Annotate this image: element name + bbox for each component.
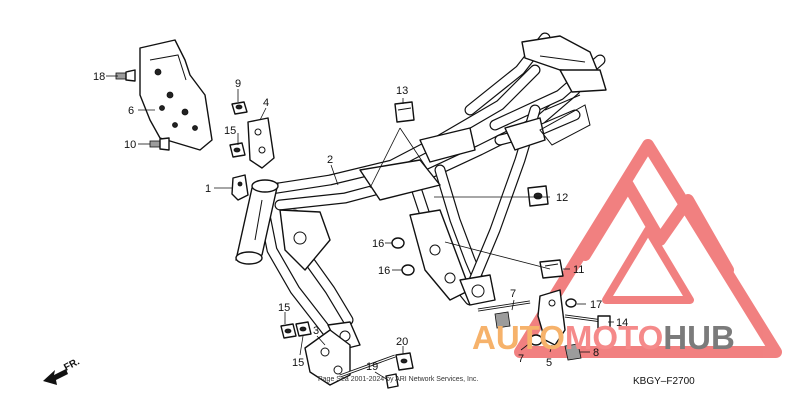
- part-1-clip: [231, 174, 249, 201]
- callout-9: 9: [235, 78, 241, 90]
- callout-14: 14: [616, 317, 628, 329]
- watermark-logo: [514, 139, 782, 358]
- leader-lines: [106, 75, 614, 381]
- part-15-nut-lower-2: [295, 321, 312, 337]
- copyright-text: Page Sea 2001-2024 by ARI Network Servic…: [318, 376, 478, 383]
- callout-19: 19: [366, 361, 378, 373]
- head-pipe: [235, 179, 279, 265]
- part-4-bracket: [247, 117, 275, 169]
- part-12-grommet: [527, 185, 549, 207]
- callout-10: 10: [124, 139, 136, 151]
- part-3-lower-bracket: [304, 329, 351, 386]
- part-9-nut: [231, 101, 248, 115]
- part-8-nut: [564, 343, 582, 361]
- part-15-nut-upper: [229, 142, 246, 158]
- frame-gussets: [279, 35, 607, 351]
- part-13-cap: [394, 101, 415, 123]
- callout-16-lower: 16: [378, 265, 390, 277]
- watermark-text-moto: MOTO: [565, 319, 663, 356]
- callout-17: 17: [590, 299, 602, 311]
- part-16-spacer-lower: [401, 264, 415, 276]
- callout-13: 13: [396, 85, 408, 97]
- callout-6: 6: [128, 105, 134, 117]
- part-17-collar: [565, 298, 577, 308]
- part-11-rubber: [539, 259, 564, 279]
- watermark-text-hub: HUB: [663, 319, 735, 356]
- part-16-spacer-upper: [391, 237, 405, 249]
- front-arrow-label: FR.: [62, 356, 82, 373]
- callout-7-lower: 7: [518, 353, 524, 365]
- callout-16-upper: 16: [372, 238, 384, 250]
- part-7-washer-lower: [529, 334, 543, 346]
- callout-7-upper: 7: [510, 288, 516, 300]
- part-20-nut: [395, 352, 414, 371]
- callout-3: 3: [313, 325, 319, 337]
- callout-4: 4: [263, 97, 269, 109]
- callout-18: 18: [93, 71, 105, 83]
- callout-12: 12: [556, 192, 568, 204]
- part-7-bolt-upper: [477, 300, 531, 329]
- callout-15-upper: 15: [224, 125, 236, 137]
- part-10-bolt: [149, 137, 170, 151]
- diagram-code: KBGY–F2700: [633, 376, 695, 387]
- callout-5: 5: [546, 357, 552, 369]
- callout-15-lower-2: 15: [292, 357, 304, 369]
- watermark-text: AUTOMOTOHUB: [472, 319, 735, 356]
- watermark-text-auto: AUTO: [472, 319, 565, 356]
- callout-8: 8: [593, 347, 599, 359]
- part-19-bolt: [339, 354, 399, 389]
- callout-20: 20: [396, 336, 408, 348]
- part-5-bracket: [537, 289, 566, 346]
- svg-text:AUTOMOTOHUB: AUTOMOTOHUB: [472, 319, 735, 356]
- part-18-bolt: [115, 69, 136, 82]
- part-15-nut-lower-1: [280, 323, 297, 339]
- callout-11: 11: [573, 264, 584, 276]
- part-6-cover-plate: [139, 39, 213, 151]
- front-direction-arrow: FR.: [43, 356, 82, 385]
- callout-1: 1: [205, 183, 211, 195]
- callout-15-lower-1: 15: [278, 302, 290, 314]
- callout-2: 2: [327, 154, 333, 166]
- part-14-bolt: [564, 314, 611, 329]
